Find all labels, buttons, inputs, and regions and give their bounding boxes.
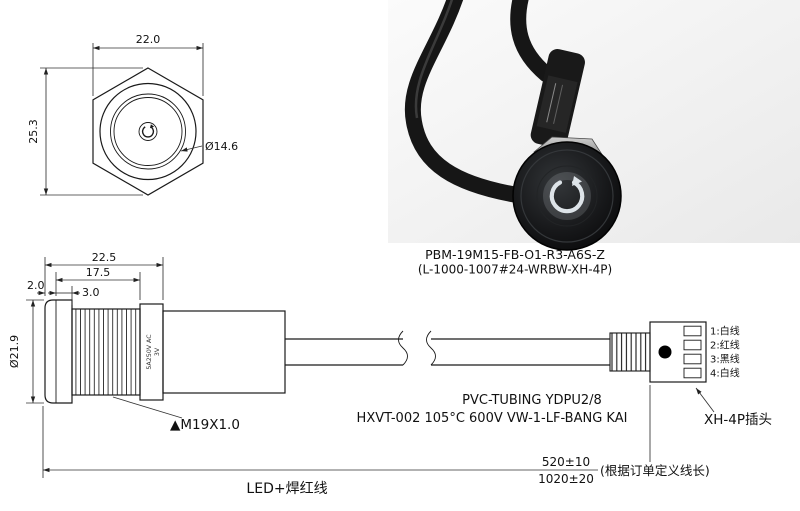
model-suffix: (L-1000-1007#24-WRBW-XH-4P) bbox=[418, 263, 612, 277]
pin-label-3: 3:黑线 bbox=[710, 353, 740, 366]
wire-spec: HXVT-002 105°C 600V VW-1-LF-BANG KAI bbox=[357, 411, 628, 426]
bezel-circle bbox=[99, 82, 197, 181]
button-inner-circle bbox=[113, 97, 183, 166]
body-marking-2: 3V bbox=[154, 347, 161, 356]
pin-label-2: 2:红线 bbox=[710, 339, 740, 352]
model-number: PBM-19M15-FB-O1-R3-A6S-Z bbox=[425, 247, 605, 262]
dim-height: 25.3 bbox=[27, 67, 143, 196]
led-note: LED+焊红线 bbox=[246, 481, 327, 497]
connector bbox=[609, 321, 707, 383]
dim-width-label: 22.0 bbox=[136, 33, 161, 46]
pin-label-1: 1:白线 bbox=[710, 325, 740, 338]
cable bbox=[404, 0, 554, 205]
connector-housing bbox=[649, 321, 707, 383]
dim-length: 520±10 1020±20 (根据订单定义线长) bbox=[42, 385, 720, 486]
reset-icon bbox=[543, 172, 591, 220]
strain-relief bbox=[609, 332, 651, 372]
dim-group-top: 22.5 17.5 3.0 2.0 bbox=[27, 251, 164, 305]
rear-housing bbox=[162, 310, 286, 394]
button-face bbox=[512, 141, 622, 251]
pin-3 bbox=[683, 353, 702, 365]
connector-label: XH-4P插头 bbox=[704, 412, 772, 428]
hex-outline bbox=[92, 67, 204, 196]
front-view: 22.0 25.3 Ø14.6 bbox=[27, 33, 238, 196]
thread-barrel bbox=[71, 308, 141, 396]
product-photo bbox=[388, 0, 800, 251]
dim-thread-len-label: 17.5 bbox=[86, 266, 111, 279]
dim-cap-dia-label: Ø21.9 bbox=[8, 335, 21, 368]
thread-leader bbox=[112, 396, 183, 419]
plug-body bbox=[530, 49, 585, 149]
dim-width: 22.0 bbox=[92, 33, 204, 96]
length-note: (根据订单定义线长) bbox=[600, 463, 710, 478]
connector-leader bbox=[695, 387, 715, 413]
length-option2-label: 1020±20 bbox=[538, 472, 594, 486]
button-cap bbox=[44, 299, 73, 404]
pin-4 bbox=[683, 367, 702, 379]
pin-label-4: 4:白线 bbox=[710, 367, 740, 380]
center-symbol bbox=[138, 122, 158, 141]
dim-total-front-label: 22.5 bbox=[92, 251, 117, 264]
dim-height-label: 25.3 bbox=[27, 119, 40, 144]
thread-label: ▲M19X1.0 bbox=[170, 417, 240, 433]
button-outer-circle bbox=[110, 93, 186, 170]
length-option1-label: 520±10 bbox=[542, 455, 590, 469]
cable-line bbox=[285, 330, 610, 366]
dim-step-label: 3.0 bbox=[82, 286, 100, 299]
pin-2 bbox=[683, 339, 702, 351]
note-mask bbox=[598, 463, 720, 478]
tube-spec: PVC-TUBING YDPU2/8 bbox=[462, 393, 602, 408]
dim-cap-dia: Ø21.9 bbox=[8, 299, 44, 404]
body-marking-1: 5A250V AC bbox=[146, 334, 153, 370]
dim-button-dia: Ø14.6 bbox=[180, 140, 238, 153]
pin-1 bbox=[683, 325, 702, 337]
dim-button-dia-label: Ø14.6 bbox=[205, 140, 238, 153]
side-view: 5A250V AC 3V 1:白线 2:红线 3:黑线 4:白线 bbox=[8, 251, 772, 497]
connector-key-dot bbox=[658, 345, 672, 359]
dim-lip-label: 2.0 bbox=[27, 279, 45, 292]
